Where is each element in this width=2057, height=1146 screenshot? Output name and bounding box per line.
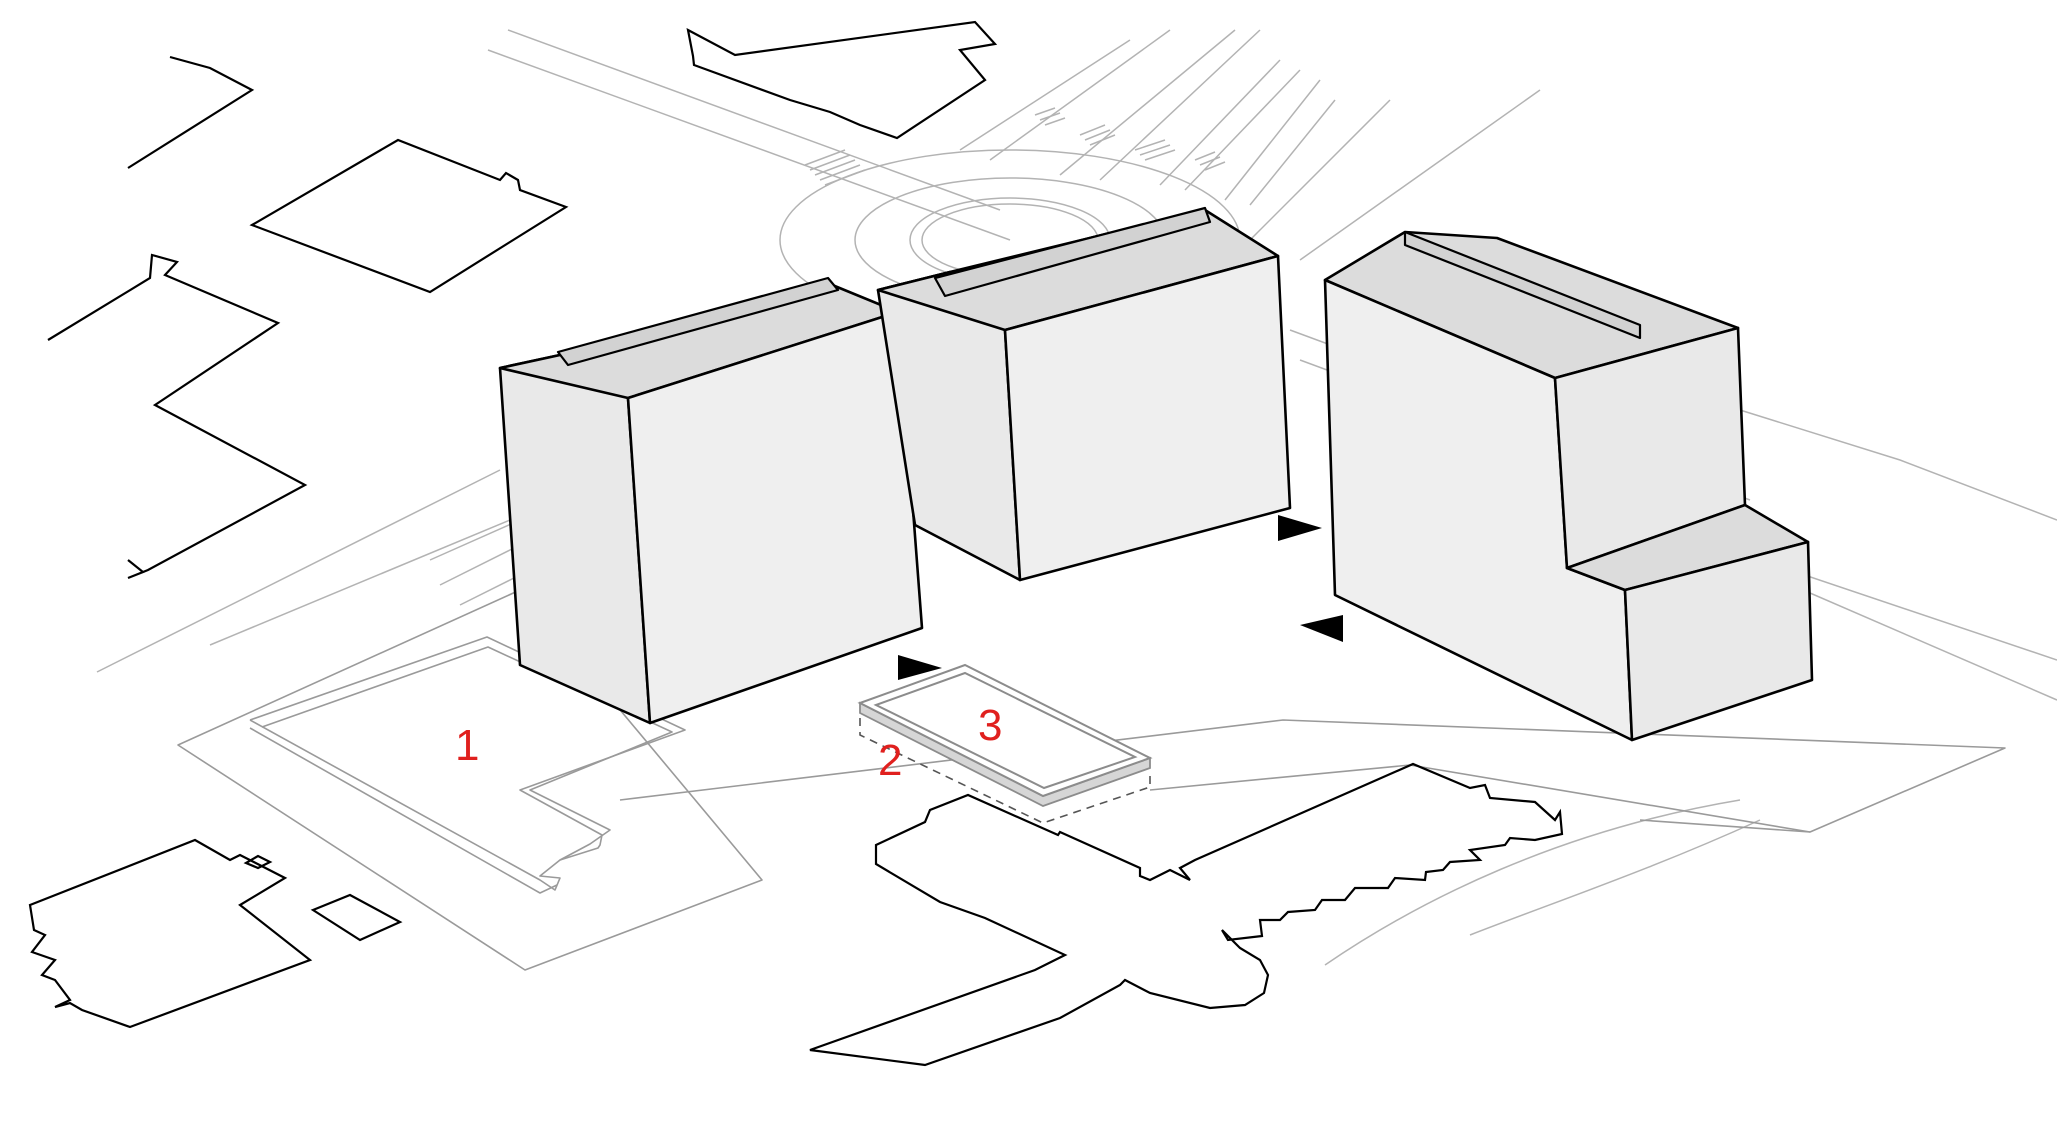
building-c-low-face: [1623, 540, 1814, 742]
context-footprints: [28, 20, 1564, 1067]
zone-label-1: 1: [455, 721, 479, 770]
building-a: [498, 276, 924, 725]
building-a-ridge: [556, 276, 840, 367]
zone-label-2: 2: [878, 736, 902, 785]
building-b-front-face: [1003, 254, 1292, 582]
zone-1-garden-wall: [249, 636, 686, 894]
building-c: [1323, 230, 1814, 742]
building-b-ridge: [933, 206, 1212, 298]
pavilion-slab: [857, 663, 1153, 824]
building-c-ridge: [1403, 230, 1642, 340]
building-a-front-face: [626, 310, 924, 725]
building-b: [876, 206, 1292, 582]
building-a-side-face: [498, 353, 652, 725]
zone-label-3: 3: [978, 701, 1002, 750]
building-b-roof: [876, 208, 1280, 332]
entrance-arrow-icon: [1278, 515, 1322, 541]
parcel-outlines: [177, 589, 2006, 971]
entrance-arrow-icon: [1300, 615, 1343, 642]
entrance-arrows: [898, 515, 1343, 680]
entrance-arrow-icon: [898, 655, 942, 680]
